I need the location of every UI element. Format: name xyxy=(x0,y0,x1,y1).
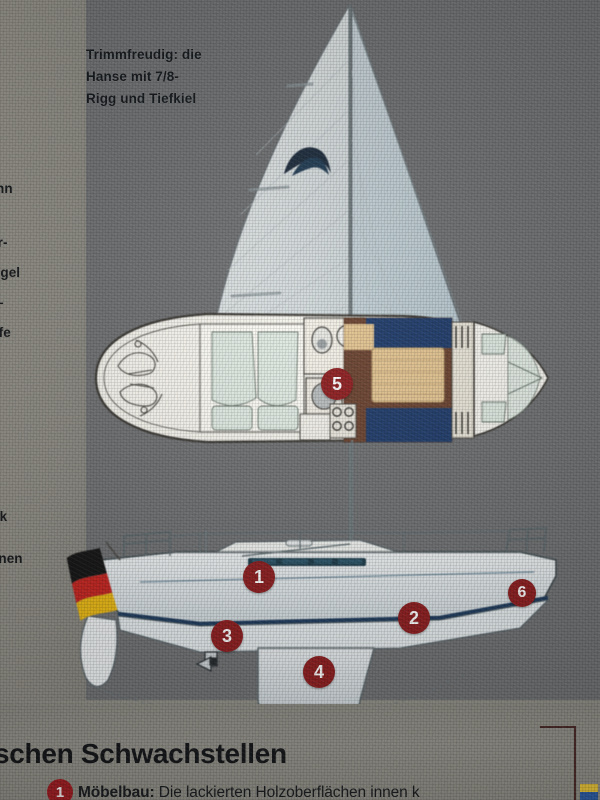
body-text-line: Möbelbau: Die lackierten Holzoberflächen… xyxy=(78,784,420,800)
hanse-wave-logo xyxy=(284,147,331,176)
text-fragment-3: ngel xyxy=(0,265,21,280)
jib-sail xyxy=(351,7,471,353)
marker-5[interactable]: 5 xyxy=(321,368,353,400)
bullet-marker-1-label: 1 xyxy=(55,783,65,800)
lifelines xyxy=(171,530,509,552)
marker-4[interactable]: 4 xyxy=(303,656,335,688)
paper-left-column xyxy=(0,0,86,800)
bottom-paper-band xyxy=(0,704,600,800)
color-swatch-blue xyxy=(580,792,598,800)
color-swatch-yellow xyxy=(580,784,598,792)
marker-6-label: 6 xyxy=(517,584,527,601)
marker-3[interactable]: 3 xyxy=(211,620,243,652)
settee-starboard xyxy=(366,408,452,442)
pushpit-rail xyxy=(123,531,171,556)
marker-3-label: 3 xyxy=(221,625,232,646)
section-headline: schen Schwachstellen xyxy=(0,738,287,769)
propeller xyxy=(195,651,218,673)
marker-1-label: 1 xyxy=(253,566,264,587)
caption-line-1: Trimmfreudig: die xyxy=(86,47,202,62)
bullet-marker-1: 1 xyxy=(47,779,73,800)
hull-profile-view xyxy=(66,440,557,719)
berth-cushions xyxy=(211,331,299,431)
flag-staff xyxy=(105,541,121,561)
body-text-bold: Möbelbau: xyxy=(78,784,155,800)
text-fragment-1: nn xyxy=(0,181,13,196)
text-fragment-7: nnen xyxy=(0,551,23,566)
text-fragment-6: ck xyxy=(0,509,8,524)
marker-5-label: 5 xyxy=(331,373,342,394)
rudder xyxy=(79,615,118,688)
marker-6[interactable]: 6 xyxy=(508,579,536,607)
cockpit-cushions xyxy=(481,333,541,423)
caption-line-2: Hanse mit 7/8- xyxy=(86,69,179,84)
text-fragment-2: er- xyxy=(0,235,8,250)
caption-line-3: Rigg und Tiefkiel xyxy=(86,91,197,106)
ghost-waterline xyxy=(87,671,471,719)
text-fragment-4: – xyxy=(0,292,4,314)
deck-hatch xyxy=(285,539,313,547)
german-ensign xyxy=(66,547,118,621)
settee-port xyxy=(366,318,452,348)
marker-4-label: 4 xyxy=(313,661,324,682)
anchor-locker-detail xyxy=(117,339,163,417)
marker-2-label: 2 xyxy=(408,607,419,628)
boom xyxy=(241,543,351,557)
corner-rule-vertical xyxy=(574,726,576,800)
chart-table xyxy=(299,413,331,441)
saloon-table xyxy=(371,347,445,403)
body-text-rest: Die lackierten Holzoberflächen innen k xyxy=(154,784,420,800)
pulpit-rail xyxy=(505,527,547,553)
sail-plan xyxy=(209,4,475,560)
corner-rule-horizontal xyxy=(540,726,576,728)
waterline-stripe xyxy=(117,595,549,627)
marker-2[interactable]: 2 xyxy=(398,602,430,634)
companionway-steps xyxy=(451,321,475,439)
figure-caption: Trimmfreudig: die Hanse mit 7/8- Rigg un… xyxy=(86,44,276,110)
forestay xyxy=(351,11,475,357)
print-color-bar xyxy=(580,784,598,800)
text-fragment-5: ffe xyxy=(0,325,11,340)
deck-plan-top-view xyxy=(94,312,549,444)
galley-counter xyxy=(344,324,374,350)
marker-1[interactable]: 1 xyxy=(243,561,275,593)
cove-stripe xyxy=(139,571,535,583)
